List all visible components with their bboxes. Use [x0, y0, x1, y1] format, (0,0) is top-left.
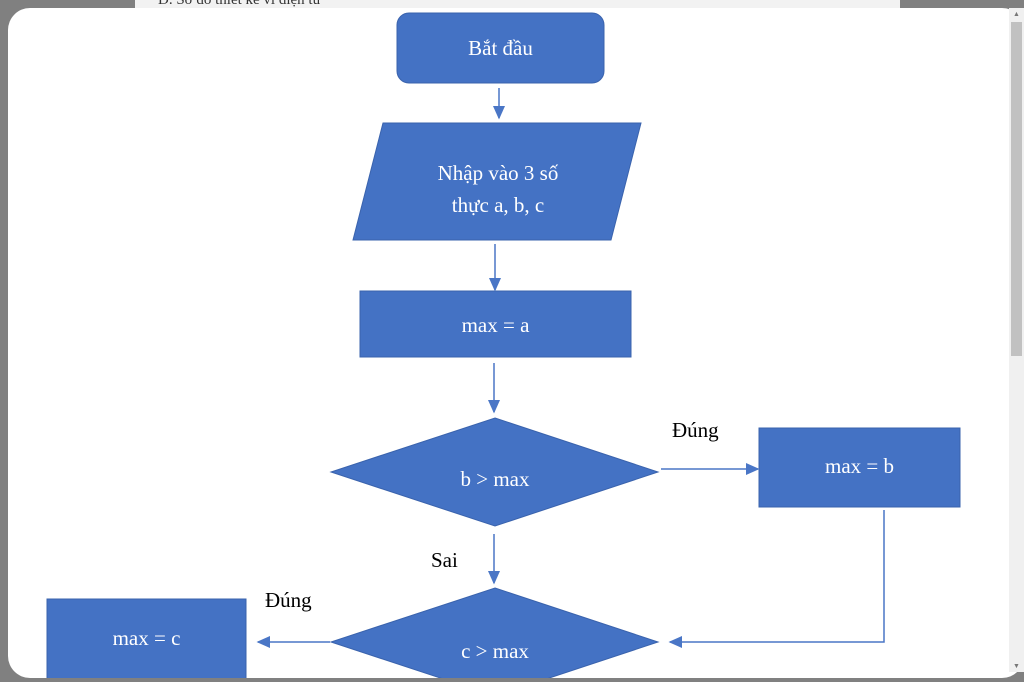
start-label: Bắt đầu — [468, 36, 533, 60]
input-label-line1: Nhập vào 3 số — [437, 161, 559, 185]
start-terminal — [396, 12, 605, 84]
image-viewer-modal: Bắt đầu Nhập vào 3 số thực a, b, c max =… — [8, 8, 1024, 678]
yes-label-c: Đúng — [265, 588, 312, 612]
yes-label-b: Đúng — [672, 418, 719, 442]
decision-c-label: c > max — [461, 639, 529, 663]
vertical-scrollbar[interactable]: ▲ ▼ — [1009, 8, 1024, 672]
input-label-line2: thực a, b, c — [451, 193, 545, 217]
assign-c-process — [46, 598, 247, 678]
scrollbar-thumb[interactable] — [1011, 22, 1022, 356]
assign-a-label: max = a — [461, 313, 530, 337]
scroll-up-icon[interactable]: ▲ — [1013, 10, 1020, 18]
scroll-down-icon[interactable]: ▼ — [1013, 662, 1020, 670]
flowchart — [46, 12, 961, 678]
assign-b-process — [758, 427, 961, 508]
assign-a-process — [359, 290, 632, 358]
background-heading: D. Sơ đồ thiết kế vi điện tử — [158, 0, 321, 8]
decision-b — [329, 417, 660, 527]
assign-c-label: max = c — [112, 626, 181, 650]
decision-b-label: b > max — [460, 467, 530, 491]
no-label-b: Sai — [431, 548, 458, 572]
decision-c — [329, 587, 660, 678]
arrow-b-merge — [668, 510, 885, 648]
input-parallelogram — [352, 122, 642, 241]
assign-b-label: max = b — [825, 454, 894, 478]
